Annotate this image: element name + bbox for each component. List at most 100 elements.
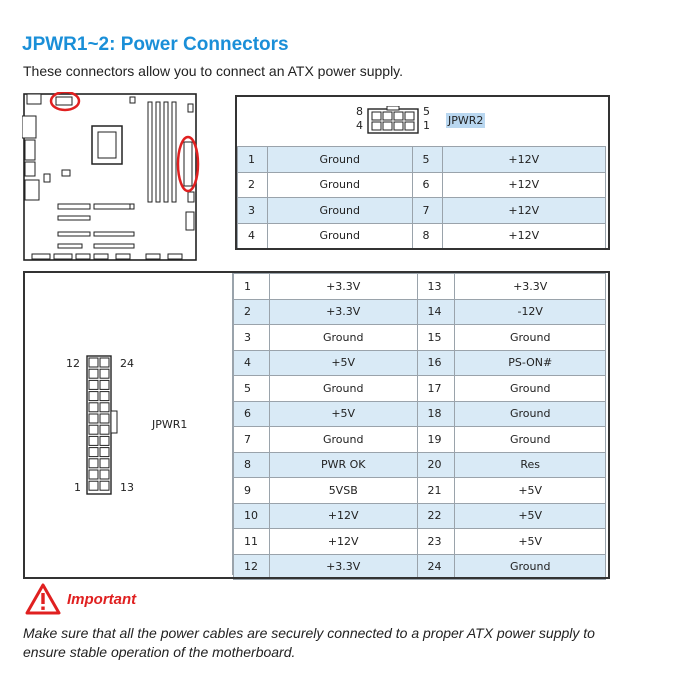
jpwr1-signal: Res xyxy=(454,451,606,478)
connector-pin xyxy=(99,413,110,424)
connector-pin xyxy=(88,458,99,469)
jpwr1-pin-number: 18 xyxy=(416,400,456,427)
connector-pin xyxy=(88,424,99,435)
important-note: Make sure that all the power cables are … xyxy=(23,625,595,660)
jpwr1-pin-1-mark: 1 xyxy=(74,481,81,494)
jpwr2-label: JPWR2 xyxy=(446,113,486,128)
jpwr1-signal: +3.3V xyxy=(268,298,418,325)
connector-pin xyxy=(88,469,99,480)
jpwr1-pin-13-mark: 13 xyxy=(120,481,134,494)
jpwr1-pin-number: 11 xyxy=(233,528,270,555)
jpwr2-pin-number: 6 xyxy=(411,171,443,198)
connector-pin xyxy=(88,413,99,424)
connector-pin xyxy=(99,447,110,458)
jpwr1-pin-number: 9 xyxy=(233,477,270,504)
jpwr1-pin-number: 2 xyxy=(233,298,270,325)
jpwr1-pin-number: 12 xyxy=(233,553,270,580)
jpwr2-pin-number: 5 xyxy=(411,146,443,173)
connector-pin xyxy=(99,391,110,402)
jpwr1-signal: Ground xyxy=(454,553,606,580)
important-notice: Important xyxy=(25,583,136,615)
jpwr1-pin-number: 3 xyxy=(233,324,270,351)
jpwr1-signal: -12V xyxy=(454,298,606,325)
jpwr1-signal: +3.3V xyxy=(268,273,418,300)
connector-pin xyxy=(99,469,110,480)
jpwr1-signal: +12V xyxy=(268,502,418,529)
motherboard-diagram xyxy=(22,92,200,261)
jpwr1-pin-number: 21 xyxy=(416,477,456,504)
connector-pin xyxy=(88,368,99,379)
jpwr2-signal: +12V xyxy=(441,197,606,224)
jpwr2-signal: +12V xyxy=(441,146,606,173)
connector-pin xyxy=(99,458,110,469)
jpwr1-signal: +12V xyxy=(268,528,418,555)
jpwr1-pin-number: 22 xyxy=(416,502,456,529)
jpwr1-pin-number: 20 xyxy=(416,451,456,478)
jpwr1-pin-number: 16 xyxy=(416,349,456,376)
jpwr2-pin-8-mark: 8 xyxy=(356,105,363,118)
connector-pin xyxy=(99,379,110,390)
jpwr1-signal: Ground xyxy=(268,375,418,402)
connector-pin xyxy=(99,368,110,379)
jpwr1-pin-24-mark: 24 xyxy=(120,357,134,370)
jpwr2-pin-number: 8 xyxy=(411,222,443,249)
jpwr1-pin-number: 13 xyxy=(416,273,456,300)
connector-pin xyxy=(99,424,110,435)
jpwr1-label: JPWR1 xyxy=(152,418,188,431)
jpwr1-diagram: 12 24 1 13 xyxy=(24,273,233,575)
connector-pin xyxy=(99,435,110,446)
warning-triangle-icon xyxy=(25,583,61,615)
jpwr1-signal: PWR OK xyxy=(268,451,418,478)
jpwr1-signal: Ground xyxy=(454,400,606,427)
jpwr2-pin-number: 3 xyxy=(237,197,268,224)
jpwr1-pin-number: 24 xyxy=(416,553,456,580)
jpwr2-pin-5-mark: 5 xyxy=(423,105,430,118)
jpwr2-pin-number: 7 xyxy=(411,197,443,224)
page-title: JPWR1~2: Power Connectors xyxy=(22,34,289,55)
jpwr1-pin-number: 8 xyxy=(233,451,270,478)
jpwr1-pin-number: 23 xyxy=(416,528,456,555)
connector-pin xyxy=(99,402,110,413)
jpwr2-frame xyxy=(235,95,610,250)
connector-pin xyxy=(99,480,110,491)
page-subtitle: These connectors allow you to connect an… xyxy=(23,63,404,79)
jpwr2-pin-1-mark: 1 xyxy=(423,119,430,132)
jpwr2-signal: Ground xyxy=(266,197,413,224)
jpwr1-pin-12-mark: 12 xyxy=(66,357,80,370)
jpwr1-pin-number: 7 xyxy=(233,426,270,453)
connector-8pin-icon xyxy=(367,106,419,134)
jpwr2-signal: Ground xyxy=(266,171,413,198)
connector-24pin-icon xyxy=(86,355,118,495)
jpwr2-signal: Ground xyxy=(266,146,413,173)
connector-pin xyxy=(88,435,99,446)
jpwr1-signal: +5V xyxy=(454,502,606,529)
jpwr1-pin-number: 6 xyxy=(233,400,270,427)
connector-pin xyxy=(88,391,99,402)
jpwr2-pin-number: 2 xyxy=(237,171,268,198)
connector-pin xyxy=(99,357,110,368)
jpwr2-pin-4-mark: 4 xyxy=(356,119,363,132)
connector-pin xyxy=(88,357,99,368)
jpwr2-pin-number: 1 xyxy=(237,146,268,173)
jpwr2-signal: Ground xyxy=(266,222,413,249)
jpwr1-pin-number: 15 xyxy=(416,324,456,351)
connector-pin xyxy=(88,480,99,491)
jpwr1-signal: PS-ON# xyxy=(454,349,606,376)
connector-pin xyxy=(88,402,99,413)
jpwr2-diagram: 8 4 5 1 xyxy=(236,96,606,146)
connector-pin xyxy=(88,447,99,458)
jpwr1-signal: +5V xyxy=(454,528,606,555)
jpwr1-frame xyxy=(23,271,610,579)
